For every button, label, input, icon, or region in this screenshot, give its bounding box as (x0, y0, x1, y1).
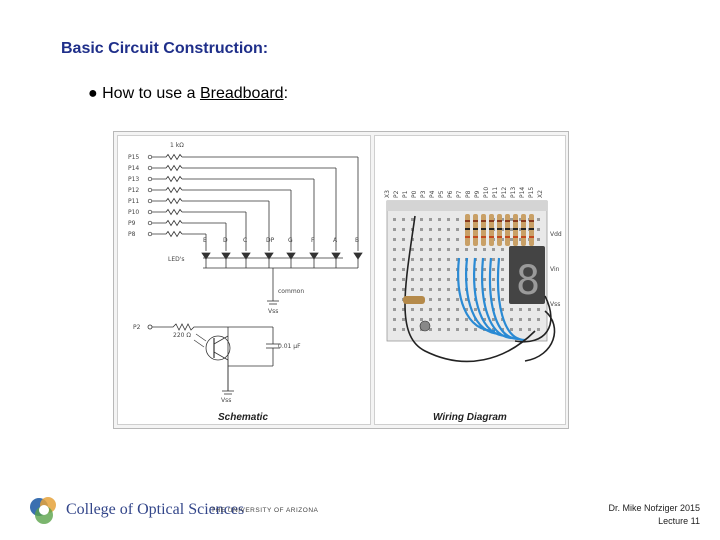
header-pin-x2: X2 (537, 190, 544, 198)
logo-emblem-icon (30, 497, 56, 524)
header-pin-p1: P1 (402, 190, 409, 198)
header-pin-x3: X3 (384, 190, 391, 198)
led-symbol (286, 252, 296, 260)
header-pin-p14: P14 (519, 187, 526, 198)
header-pin-p0: P0 (411, 190, 418, 198)
led-symbol (309, 252, 319, 260)
photo-sensor (419, 320, 431, 332)
pin-label-p13: P13 (128, 176, 139, 183)
blue-wires (457, 257, 526, 342)
pin-label-p8: P8 (128, 231, 136, 238)
header-pin-p15: P15 (528, 187, 535, 198)
capacitor-label: 0.01 μF (278, 343, 301, 350)
author-name: Dr. Mike Nofziger 2015 (608, 503, 700, 513)
header-pin-p7: P7 (456, 190, 463, 198)
wiring-caption: Wiring Diagram (433, 412, 507, 423)
seven-segment-digit: 8 (516, 258, 540, 304)
bullet-text: How to use a (102, 85, 200, 102)
university-logo: College of Optical Sciences THE UNIVERSI… (26, 491, 318, 531)
header-pin-p12: P12 (501, 187, 508, 198)
segment-label-b: B (355, 237, 359, 244)
pin-label-p15: P15 (128, 154, 139, 161)
vss-label: Vss (268, 308, 278, 315)
header-pin-p13: P13 (510, 187, 517, 198)
header-pin-p6: P6 (447, 190, 454, 198)
header-pin-p2: P2 (393, 190, 400, 198)
header-pin-p3: P3 (420, 190, 427, 198)
pin-label-p12: P12 (128, 187, 139, 194)
logo-subtext: THE UNIVERSITY OF ARIZONA (211, 507, 319, 514)
seven-segment-display (509, 246, 545, 304)
header-pin-p5: P5 (438, 190, 445, 198)
vin-label: Vin (550, 266, 560, 273)
author-block: Dr. Mike Nofziger 2015 Lecture 11 (608, 502, 700, 528)
led-label: LED's (168, 256, 185, 263)
vss3-label: Vss (550, 301, 560, 308)
header-pin-p10: P10 (483, 187, 490, 198)
r220-label: 220 Ω (173, 332, 191, 339)
led-symbol (331, 252, 341, 260)
header-pin-p8: P8 (465, 190, 472, 198)
vdd-label: Vdd (550, 231, 562, 238)
breadboard-link[interactable]: Breadboard (199, 85, 284, 102)
breadboard-holes (393, 218, 540, 331)
header-pin-p4: P4 (429, 190, 436, 198)
p2-label: P2 (133, 324, 141, 331)
slide-title: Basic Circuit Construction: (61, 40, 269, 57)
header-pin-p11: P11 (492, 187, 499, 198)
bullet-item: ● How to use a Breadboard: (88, 85, 288, 103)
led-symbol (264, 252, 274, 260)
phototransistor-symbol (205, 335, 231, 361)
resistor-lines (147, 153, 359, 251)
segment-label-dp: DP (266, 237, 275, 244)
bullet-dot: ● (88, 85, 98, 102)
header-pin-p9: P9 (474, 190, 481, 198)
pin-label-p9: P9 (128, 220, 136, 227)
vss2-label: Vss (221, 397, 231, 404)
schematic-caption: Schematic (218, 412, 269, 423)
pin-label-p14: P14 (128, 165, 139, 172)
segment-label-e: E (203, 237, 207, 244)
segment-labels: E D C DP G F A B (203, 237, 359, 244)
segment-label-a: A (333, 237, 338, 244)
segment-label-c: C (243, 237, 247, 244)
segment-label-d: D (223, 237, 228, 244)
segment-label-g: G (288, 237, 293, 244)
pin-label-p10: P10 (128, 209, 139, 216)
logo-text: College of Optical Sciences (66, 501, 245, 518)
lecture-number: Lecture 11 (658, 516, 700, 526)
segment-label-f: F (311, 237, 315, 244)
led-symbol (201, 252, 211, 260)
black-wires (404, 215, 556, 363)
led-symbol (353, 252, 363, 260)
led-row (201, 252, 363, 268)
resistor-array (465, 214, 534, 246)
bullet-suffix: : (283, 85, 289, 102)
resistor-value-label: 1 kΩ (170, 142, 184, 149)
resistor-220 (403, 296, 425, 304)
led-symbol (241, 252, 251, 260)
pin-label-p11: P11 (128, 198, 139, 205)
led-symbol (221, 252, 231, 260)
common-label: common (278, 288, 304, 295)
